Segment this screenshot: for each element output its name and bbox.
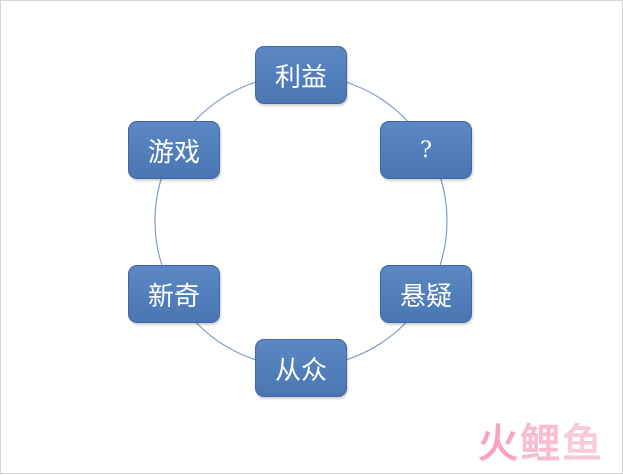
node-suspense: 悬疑 <box>380 265 472 323</box>
node-game: 游戏 <box>128 121 220 179</box>
node-benefit: 利益 <box>255 46 347 104</box>
watermark-char-3: 鱼 <box>562 421 604 467</box>
watermark-char-2: 鲤 <box>520 421 562 467</box>
node-question: ? <box>380 121 472 179</box>
watermark-char-1: 火 <box>478 421 520 467</box>
node-novelty: 新奇 <box>128 265 220 323</box>
watermark-logo: 火鲤鱼 <box>478 411 604 469</box>
node-conformity: 从众 <box>255 339 347 397</box>
